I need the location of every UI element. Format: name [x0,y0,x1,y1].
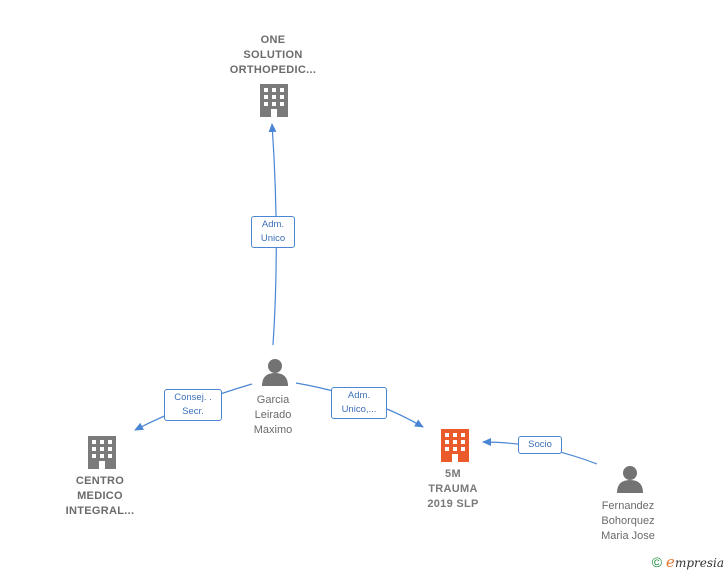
edge-label-consej-secr: Consej. . Secr. [164,389,222,421]
node-one-solution-label[interactable]: ONE SOLUTION ORTHOPEDIC... [229,34,317,76]
building-icon [88,436,116,469]
node-trauma-label[interactable]: 5M TRAUMA 2019 SLP [427,468,479,510]
building-icon-highlighted [441,429,469,462]
person-icon [262,359,288,386]
brand-wordmark: empresia [666,553,724,571]
node-fernandez-label[interactable]: Fernandez Bohorquez Maria Jose [601,500,655,542]
node-centro-medico-label[interactable]: CENTRO MEDICO INTEGRAL... [65,475,135,517]
empresia-logo: © empresia [652,553,724,571]
edge-label-adm-unico-top: Adm. Unico [251,216,295,248]
node-garcia-label[interactable]: Garcia Leirado Maximo [253,394,293,436]
edge-label-socio: Socio [518,436,562,454]
copyright-symbol: © [651,554,663,570]
person-icon [617,466,643,493]
edge-label-adm-unico-right: Adm. Unico,... [331,387,387,419]
building-icon [260,84,288,117]
